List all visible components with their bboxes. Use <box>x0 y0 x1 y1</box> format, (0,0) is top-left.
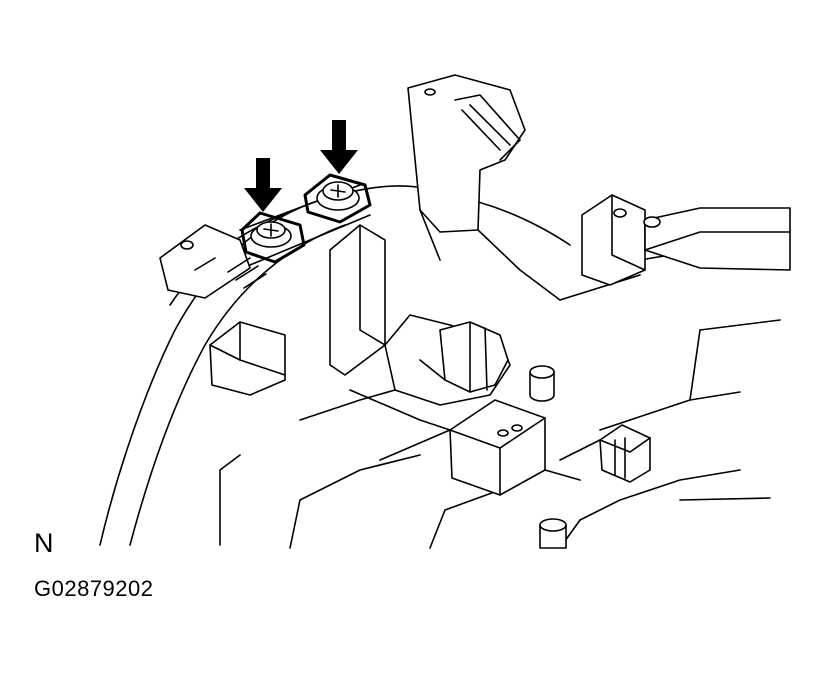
figure-code: G02879202 <box>34 576 154 601</box>
right-clip <box>599 424 651 483</box>
bolt-left <box>240 211 306 264</box>
pointer-arrow-left <box>244 158 282 212</box>
transmission-housing <box>99 185 791 549</box>
shift-housing <box>407 74 561 301</box>
upright-post <box>329 224 386 376</box>
pin-upper <box>529 365 555 402</box>
left-bracket <box>159 224 267 299</box>
right-upper-bracket <box>581 194 791 286</box>
center-block <box>449 399 546 496</box>
bolt-right <box>303 173 372 224</box>
pin-lower <box>539 518 567 549</box>
orientation-label: N <box>34 528 54 558</box>
manual-valve-lever <box>384 314 511 406</box>
pointer-arrow-right <box>320 120 358 174</box>
left-block <box>209 321 286 396</box>
linkage-lines <box>299 389 601 481</box>
